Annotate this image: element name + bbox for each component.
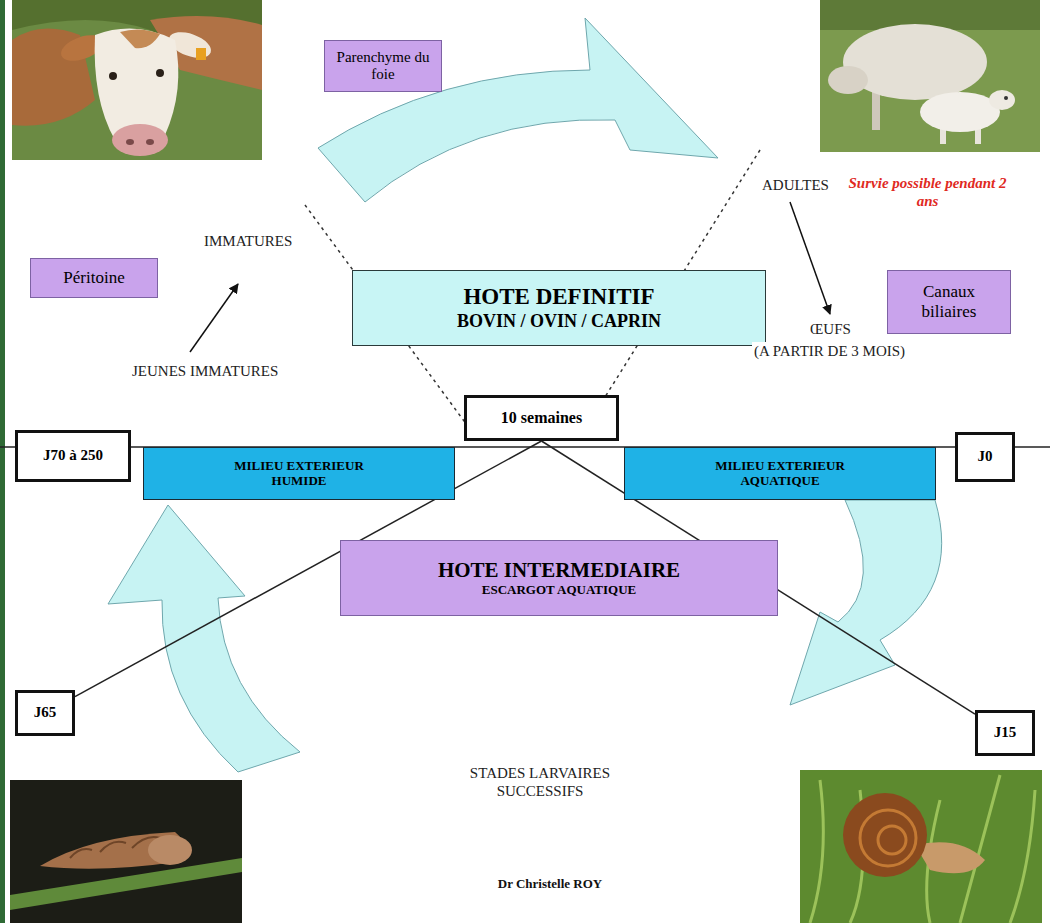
stage-label: STADES LARVAIRES SUCCESSIFS: [440, 764, 640, 800]
location-box: Canaux biliaires: [887, 270, 1011, 334]
cow-photo: [120, 29, 160, 48]
frame-edge: [0, 0, 5, 923]
box-title: MILIEU EXTERIEUR HUMIDE: [214, 459, 384, 489]
survival-note: Survie possible pendant 2 ans: [845, 174, 1010, 210]
cow-photo: [109, 72, 117, 80]
stage-label: ADULTES: [760, 176, 831, 194]
pointer-arrow: [790, 202, 830, 314]
coiled-snail-photo: [800, 770, 1042, 923]
elongated-snail-photo: [148, 835, 192, 865]
box-title: J15: [994, 724, 1017, 741]
location-box: Péritoine: [30, 258, 158, 298]
day-box: J70 à 250: [15, 430, 131, 482]
pointer-arrow: [190, 284, 238, 352]
cow-photo: [156, 69, 164, 77]
box-subtitle: ESCARGOT AQUATIQUE: [482, 583, 636, 598]
box-title: Parenchyme du foie: [331, 49, 435, 84]
coiled-snail-photo: [843, 793, 927, 877]
sheep-photo: [989, 90, 1015, 110]
cycle-arrow: [108, 505, 300, 772]
elongated-snail-photo: [10, 780, 242, 923]
environment-band: MILIEU EXTERIEUR AQUATIQUE: [624, 447, 936, 500]
sheep-photo: [828, 66, 868, 94]
sheep-photo: [820, 0, 1040, 152]
stage-label: IMMATURES: [202, 232, 294, 250]
host-box: HOTE DEFINITIFBOVIN / OVIN / CAPRIN: [352, 270, 766, 346]
cow-photo: [12, 0, 262, 160]
cow-photo: [146, 139, 154, 145]
sheep-photo: [920, 92, 1000, 132]
box-subtitle: BOVIN / OVIN / CAPRIN: [457, 311, 661, 332]
box-title: Canaux biliaires: [896, 282, 1002, 321]
environment-band: MILIEU EXTERIEUR HUMIDE: [143, 447, 455, 500]
elongated-snail-photo: [70, 837, 160, 858]
frame-edge: [0, 0, 5, 923]
coiled-snail-photo: [878, 826, 906, 854]
cow-photo: [12, 0, 262, 160]
cow-photo: [196, 48, 206, 60]
box-title: J70 à 250: [43, 447, 103, 464]
box-title: MILIEU EXTERIEUR AQUATIQUE: [695, 459, 865, 489]
cow-photo: [126, 139, 134, 145]
cycle-arrow: [790, 500, 942, 705]
host-box: HOTE INTERMEDIAIREESCARGOT AQUATIQUE: [340, 540, 778, 616]
box-title: J65: [34, 704, 57, 721]
cycle-arrow: [108, 18, 942, 772]
day-box: J65: [15, 690, 75, 736]
coiled-snail-photo: [915, 842, 985, 873]
location-box: Parenchyme du foie: [324, 40, 442, 92]
stage-label: JEUNES IMMATURES: [130, 362, 280, 380]
box-title: HOTE INTERMEDIAIRE: [438, 558, 680, 582]
box-title: 10 semaines: [501, 409, 582, 427]
box-title: Péritoine: [63, 268, 124, 288]
cycle-arrow: [318, 18, 718, 202]
duration-box: 10 semaines: [464, 395, 619, 441]
coiled-snail-photo: [860, 810, 916, 866]
sheep-photo: [843, 24, 987, 100]
elongated-snail-photo: [10, 780, 242, 923]
sheep-photo: [1004, 96, 1008, 100]
author-credit: Dr Christelle ROY: [430, 876, 670, 892]
coiled-snail-photo: [810, 775, 1035, 923]
pointer-arrow: [190, 202, 830, 352]
coiled-snail-photo: [800, 770, 1042, 923]
day-box: J15: [975, 710, 1035, 756]
stage-label: ŒUFS: [808, 320, 853, 338]
stage-label: (A PARTIR DE 3 MOIS): [752, 342, 907, 360]
cow-photo: [112, 124, 168, 156]
sheep-photo: [820, 0, 1040, 152]
day-box: J0: [955, 432, 1015, 482]
box-title: J0: [978, 448, 993, 465]
box-title: HOTE DEFINITIF: [463, 284, 654, 310]
